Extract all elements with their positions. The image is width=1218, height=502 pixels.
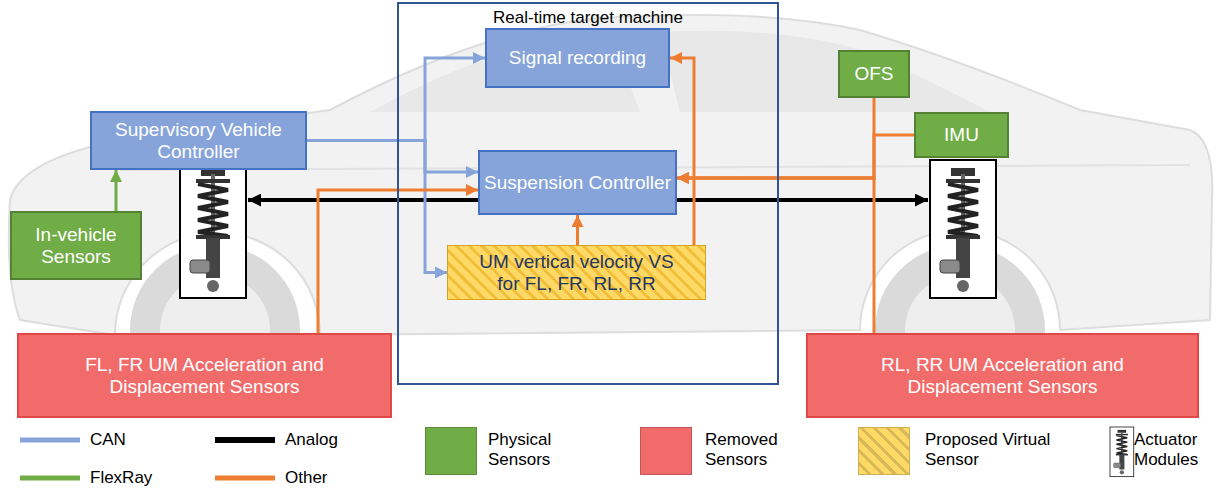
legend-label: Physical Sensors	[488, 430, 583, 469]
signal-connector	[115, 170, 118, 211]
legend-swatch	[640, 427, 692, 475]
controller-box: Supervisory Vehicle Controller	[90, 111, 307, 170]
sensor-box: OFS	[838, 50, 910, 98]
node-label: RL, RR UM Acceleration and Displacement …	[868, 354, 1138, 398]
legend-line-sample	[20, 476, 80, 481]
removed-sensor-box: FL, FR UM Acceleration and Displacement …	[17, 333, 392, 418]
machine-frame: Real-time target machineSignal recording…	[397, 2, 779, 385]
car-window	[660, 31, 990, 112]
node-label: UM vertical velocity VS for FL, FR, RL, …	[469, 251, 684, 295]
legend-label: CAN	[90, 430, 126, 450]
legend-swatch	[425, 427, 477, 475]
removed-sensor-box: RL, RR UM Acceleration and Displacement …	[806, 333, 1199, 418]
sensor-box: In-vehicle Sensors	[10, 211, 142, 280]
frame-title: Real-time target machine	[493, 8, 683, 28]
signal-connector	[576, 215, 579, 245]
actuator-module	[180, 160, 246, 298]
car-illustration	[9, 15, 1213, 415]
node-label: FL, FR UM Acceleration and Displacement …	[70, 354, 340, 398]
node-label: Suspension Controller	[484, 172, 671, 194]
legend-actuator-icon	[1110, 427, 1134, 477]
legend-label: Proposed Virtual Sensor	[925, 430, 1065, 469]
virtual-sensor-box: UM vertical velocity VS for FL, FR, RL, …	[447, 245, 706, 300]
node-label: IMU	[944, 124, 979, 146]
process-box: Suspension Controller	[478, 150, 677, 215]
legend-label: Analog	[285, 430, 338, 450]
signal-connector	[307, 58, 485, 141]
signal-connector	[677, 178, 874, 333]
node-label: Supervisory Vehicle Controller	[92, 119, 305, 163]
legend-line-sample	[20, 438, 80, 443]
signal-connector	[307, 141, 478, 173]
node-label: OFS	[854, 63, 893, 85]
legend-swatch	[858, 427, 910, 475]
signal-connector	[307, 141, 447, 273]
legend-label: Other	[285, 468, 328, 488]
node-label: Signal recording	[509, 47, 646, 69]
legend-label: Removed Sensors	[705, 430, 800, 469]
legend-ground	[0, 420, 1218, 502]
actuator-module	[930, 160, 996, 298]
process-box: Signal recording	[485, 28, 670, 88]
legend-line-sample	[215, 476, 275, 481]
legend-line-sample	[215, 437, 275, 443]
node-label: In-vehicle Sensors	[12, 224, 140, 268]
legend-label: FlexRay	[90, 468, 152, 488]
legend-label: Actuator Modules	[1134, 430, 1218, 469]
signal-connector	[677, 98, 874, 178]
sensor-box: IMU	[914, 112, 1009, 158]
signal-connector	[677, 135, 914, 178]
